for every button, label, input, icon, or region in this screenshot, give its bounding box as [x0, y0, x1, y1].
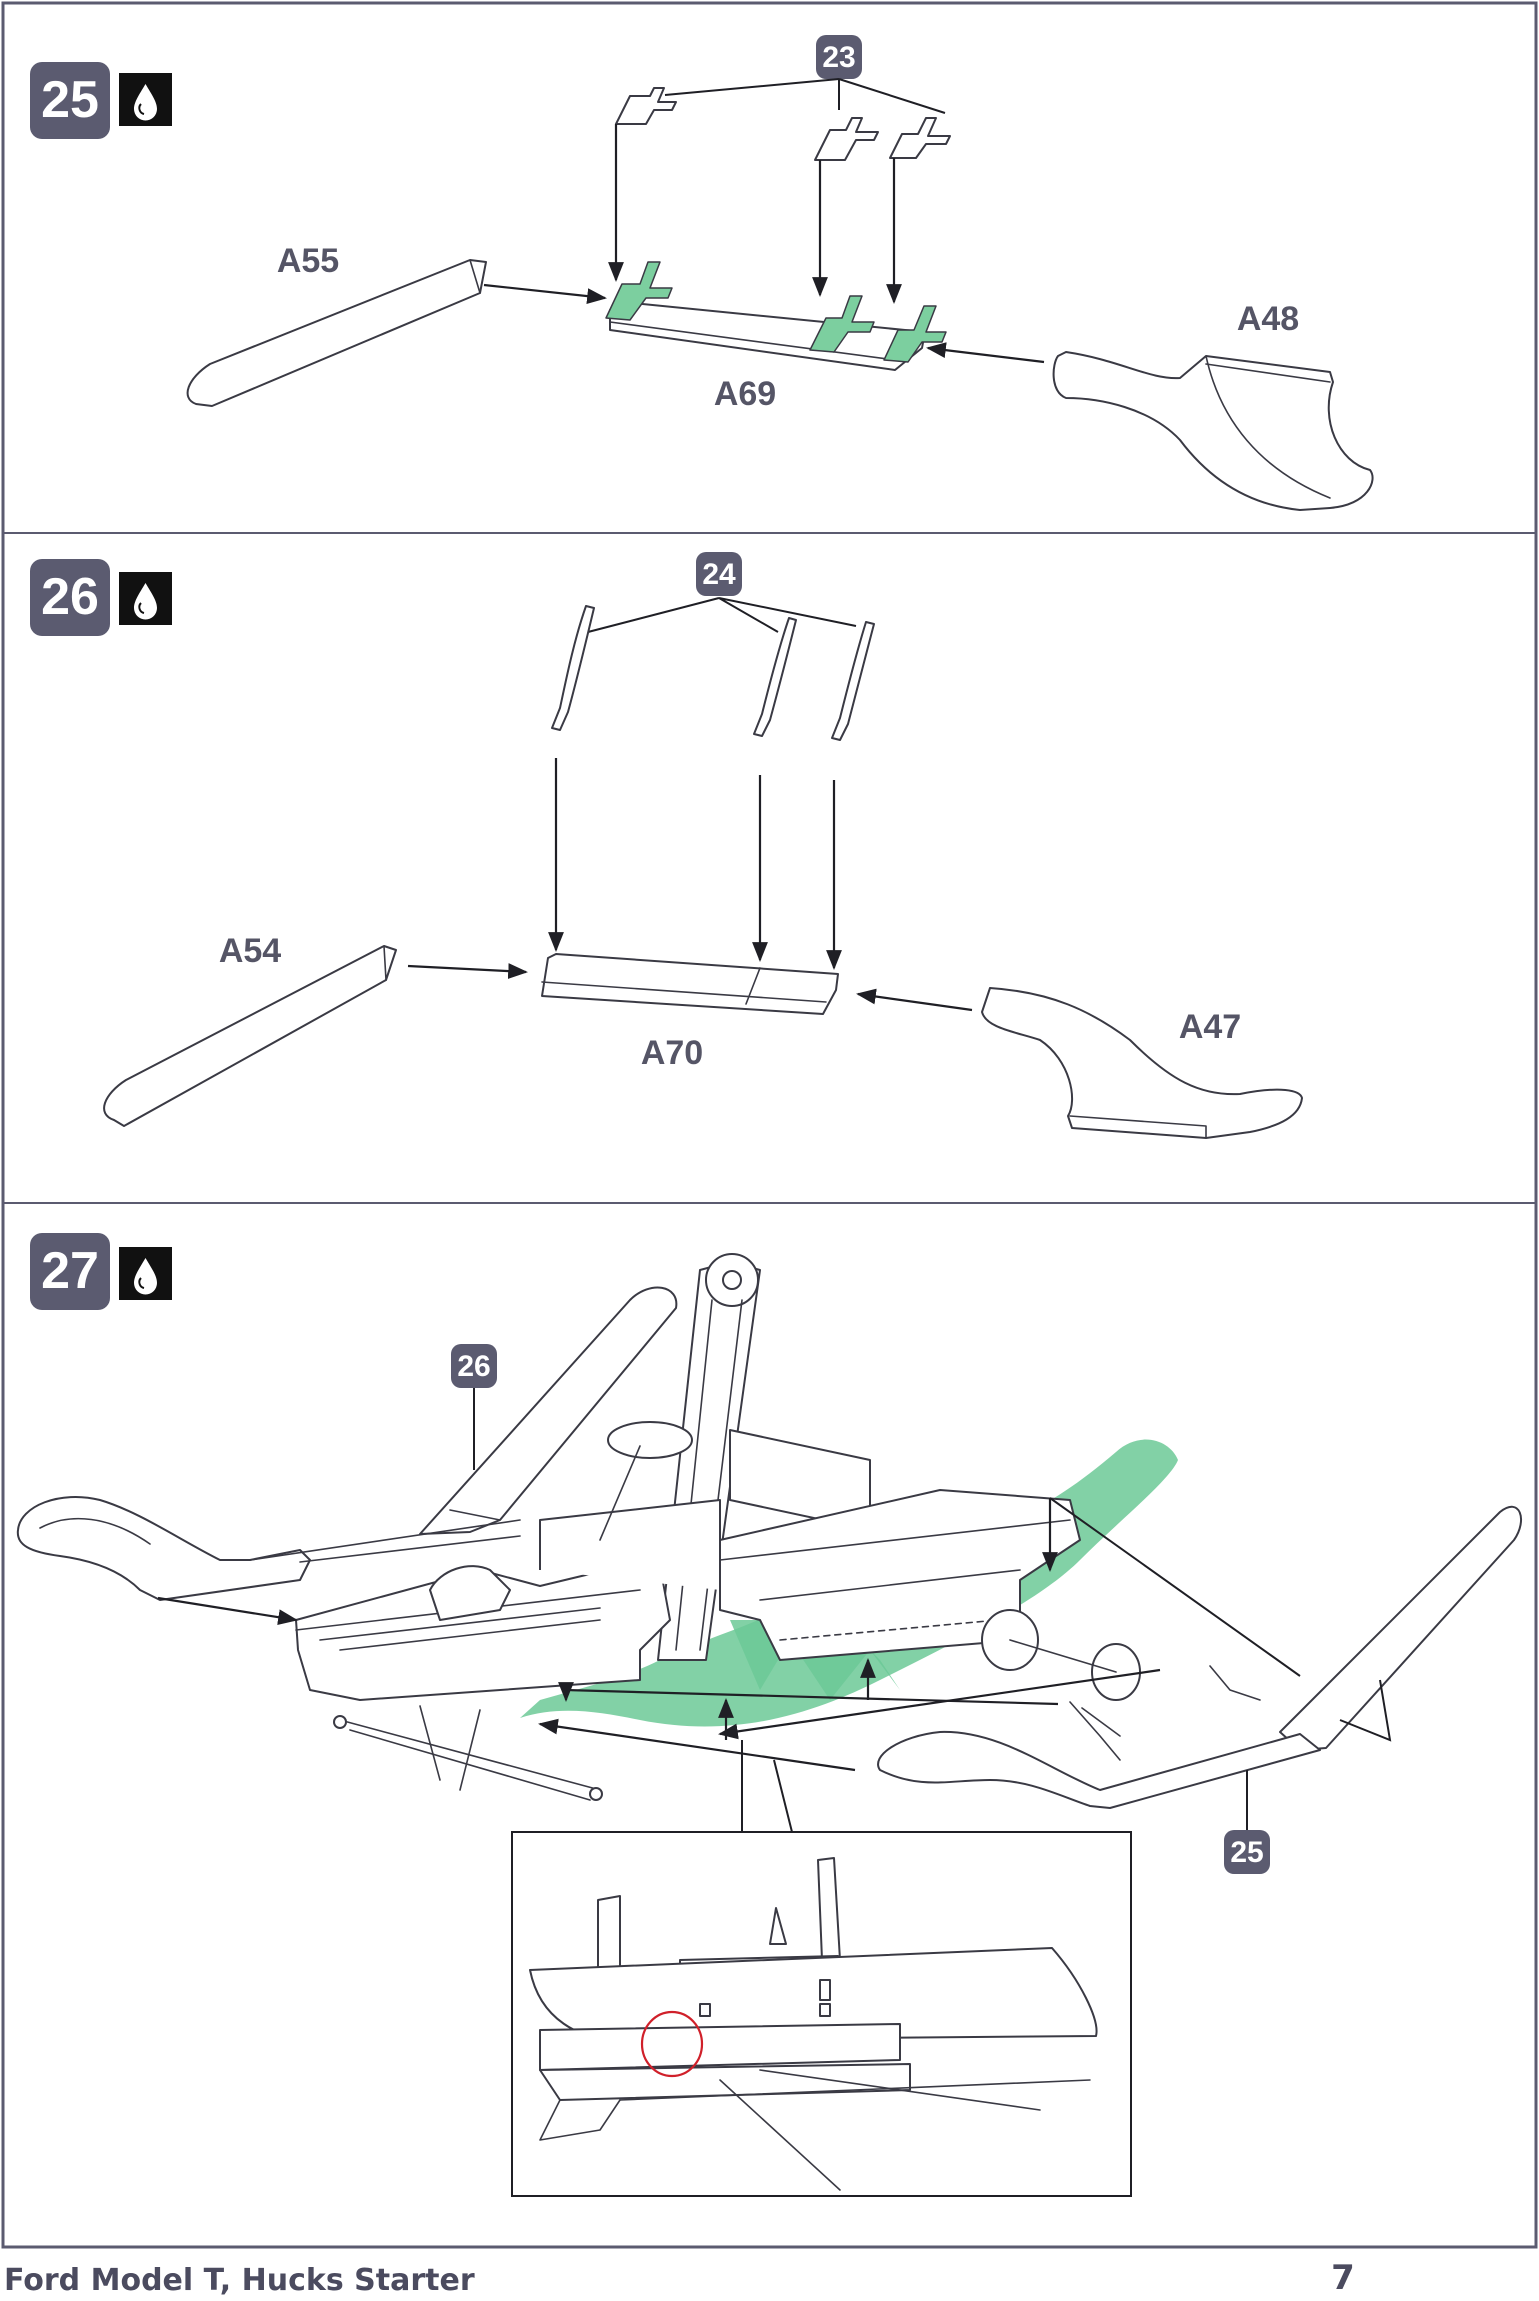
step-number: 27: [41, 1242, 99, 1300]
glue-drop-icon: [119, 572, 172, 625]
footer-title: Ford Model T, Hucks Starter: [4, 2263, 475, 2298]
glue-drop-icon: [119, 73, 172, 126]
part-a47: [981, 987, 1303, 1139]
svg-text:24: 24: [702, 558, 736, 591]
bracket-part: [889, 117, 951, 159]
svg-text:25: 25: [1230, 1836, 1263, 1869]
handle-part: [551, 605, 595, 731]
part-a54: [103, 945, 397, 1127]
running-board-right: [1279, 1505, 1523, 1751]
part-a69: [609, 301, 926, 371]
rear-wheel-hub: [981, 1609, 1141, 1701]
step-number: 25: [41, 71, 99, 129]
handle-part: [831, 621, 875, 741]
subassembly-badge: 26: [451, 1344, 497, 1388]
step-number-badge: 27: [30, 1233, 110, 1310]
running-board-left: [419, 1286, 678, 1535]
detail-inset-drawing: [529, 1857, 1098, 2191]
part-label: A70: [641, 1034, 703, 1072]
part-label: A54: [219, 932, 281, 970]
handle-part: [753, 617, 797, 737]
bracket-part: [615, 87, 677, 125]
svg-text:23: 23: [822, 41, 855, 74]
cargo-bed: [719, 1489, 1081, 1661]
subassembly-badge: 25: [1224, 1830, 1270, 1874]
part-label: A47: [1179, 1008, 1241, 1046]
page-number: 7: [1331, 2258, 1355, 2298]
step-number: 26: [41, 568, 99, 626]
highlighted-bracket: [605, 261, 947, 363]
step-26-panel: 26 24 A54: [30, 552, 1303, 1139]
chassis-body: [295, 1499, 721, 1701]
steering-wheel: [599, 1421, 693, 1541]
bracket-part: [814, 117, 879, 161]
callout-circle: [640, 2010, 704, 2078]
subassembly-badge: 23: [816, 35, 862, 79]
fender-right: [877, 1730, 1321, 1809]
subassembly-badge: 24: [696, 552, 742, 596]
footer: Ford Model T, Hucks Starter 7: [4, 2258, 1355, 2298]
glue-drop-icon: [119, 1247, 172, 1300]
part-label: A55: [277, 242, 339, 280]
front-axle: [333, 1705, 603, 1801]
step-25-panel: 25 23 A55: [30, 35, 1374, 511]
step-number-badge: 25: [30, 62, 110, 139]
fender-left: [16, 1496, 311, 1601]
step-27-panel: 27: [16, 1233, 1523, 2197]
part-a55: [186, 259, 487, 407]
page-frame: [1, 1, 1538, 2249]
part-a70: [541, 953, 839, 1015]
bracket-part: [1069, 1665, 1261, 1761]
part-a48: [1052, 351, 1374, 511]
step-number-badge: 26: [30, 559, 110, 636]
part-label: A69: [714, 375, 776, 413]
svg-text:26: 26: [457, 1350, 490, 1383]
part-label: A48: [1237, 300, 1299, 338]
